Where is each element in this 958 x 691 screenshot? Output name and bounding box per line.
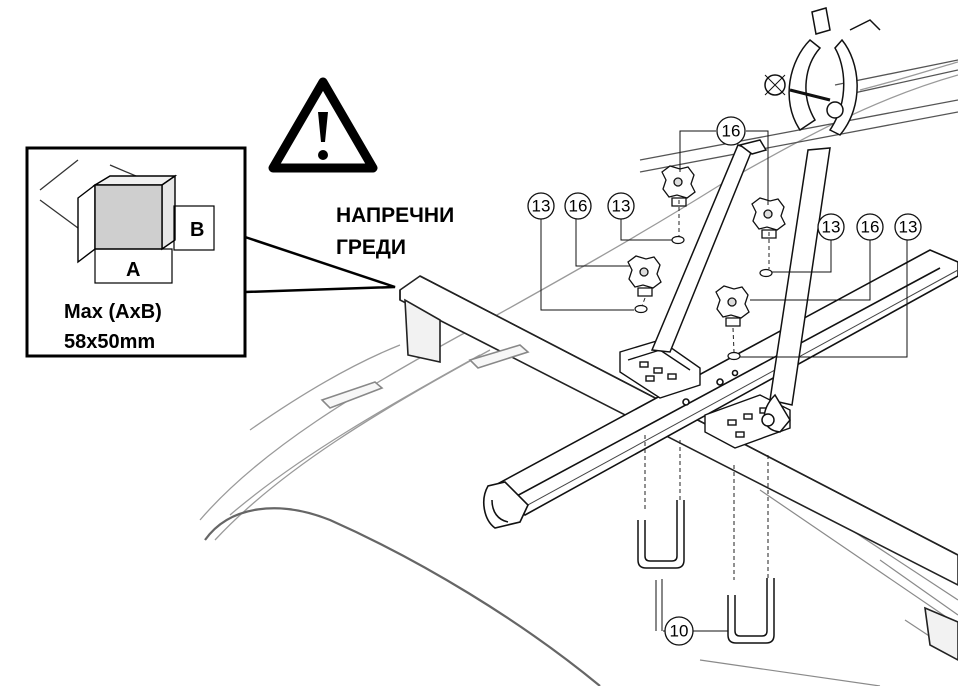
holder-arm-rear bbox=[761, 147, 831, 433]
mounting-plate-left bbox=[619, 339, 701, 399]
part-number-label: 10 bbox=[670, 622, 689, 641]
assembly-guides bbox=[641, 200, 770, 580]
max-size-line1: Max (AxB) bbox=[64, 301, 162, 323]
part-number-label: 13 bbox=[822, 218, 841, 237]
dimension-b-label: B bbox=[190, 219, 204, 241]
crossbar-label-line1: НАПРЕЧНИ bbox=[336, 204, 454, 227]
callout-16-a: 16 bbox=[564, 192, 592, 220]
u-bolt-2 bbox=[727, 578, 775, 644]
part-number-label: 13 bbox=[612, 197, 631, 216]
car-roof-edge bbox=[204, 507, 601, 687]
crossbar bbox=[320, 275, 958, 661]
callout-16-top: 16 bbox=[716, 116, 746, 146]
callout-16-b: 16 bbox=[856, 213, 884, 241]
callout-13-d: 13 bbox=[894, 213, 922, 241]
u-bolt-1 bbox=[637, 500, 685, 569]
inset-pointer bbox=[244, 235, 396, 294]
crossbar-size-inset: B A Max (AxB) 58x50mm bbox=[25, 146, 247, 358]
knob-3 bbox=[627, 255, 662, 297]
knob-1 bbox=[661, 165, 696, 207]
part-number-label: 13 bbox=[532, 197, 551, 216]
wheel-clamp bbox=[764, 7, 881, 136]
callout-13-c: 13 bbox=[817, 213, 845, 241]
holder-arm-front bbox=[650, 139, 768, 353]
max-size-line2: 58x50mm bbox=[64, 331, 155, 353]
callout-10: 10 bbox=[664, 616, 694, 646]
part-number-label: 16 bbox=[722, 122, 741, 141]
warning-triangle-icon bbox=[268, 77, 378, 173]
part-number-label: 13 bbox=[899, 218, 918, 237]
callout-13-b: 13 bbox=[607, 192, 635, 220]
crossbar-section-shape bbox=[77, 174, 178, 264]
callout-13-a: 13 bbox=[527, 192, 555, 220]
knob-4 bbox=[715, 285, 750, 327]
rear-crossbar bbox=[639, 59, 958, 173]
washers bbox=[634, 235, 773, 361]
bike-carrier-rail bbox=[483, 249, 958, 529]
part-number-label: 16 bbox=[861, 218, 880, 237]
part-number-label: 16 bbox=[569, 197, 588, 216]
dimension-a-label: A bbox=[126, 259, 140, 281]
crossbar-label-line2: ГРЕДИ bbox=[336, 236, 406, 259]
